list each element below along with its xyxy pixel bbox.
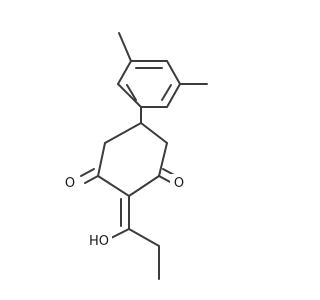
hydroxyl-label: HO: [89, 234, 109, 249]
bond-side-c-oh: [110, 228, 130, 239]
bond-ring-a2-a3: [166, 60, 181, 85]
bond-co-right-a: [158, 175, 173, 184]
bond-ring-inner-left: [126, 84, 137, 101]
bond-c5-c6: [140, 122, 168, 144]
oxygen-right-label: O: [174, 176, 184, 191]
bond-c4-c3: [97, 142, 106, 177]
bond-c3-c2: [97, 175, 130, 197]
label-bg-hydroxyl: [86, 232, 112, 250]
structure-canvas: O O HO: [61, 32, 208, 280]
oxygen-left-label: O: [65, 176, 75, 191]
bond-c1-c2: [128, 175, 160, 197]
label-bg-o-left: [61, 174, 79, 192]
label-bg-o-right: [170, 174, 188, 192]
bond-ring-a6-a1: [117, 60, 132, 85]
bond-co-left-a: [84, 175, 99, 184]
bond-co-left-b: [80, 168, 95, 177]
bond-ring-a3-a4: [166, 83, 181, 108]
molecule-diagram: O O HO: [61, 32, 208, 280]
bond-c5-c4: [104, 122, 142, 144]
bond-side-c-c: [128, 228, 160, 247]
bond-ring-a5-a6: [117, 83, 142, 108]
bond-ring-inner-right: [161, 84, 172, 101]
bond-c6-c1: [158, 142, 168, 177]
bond-methyl-top: [118, 32, 132, 62]
